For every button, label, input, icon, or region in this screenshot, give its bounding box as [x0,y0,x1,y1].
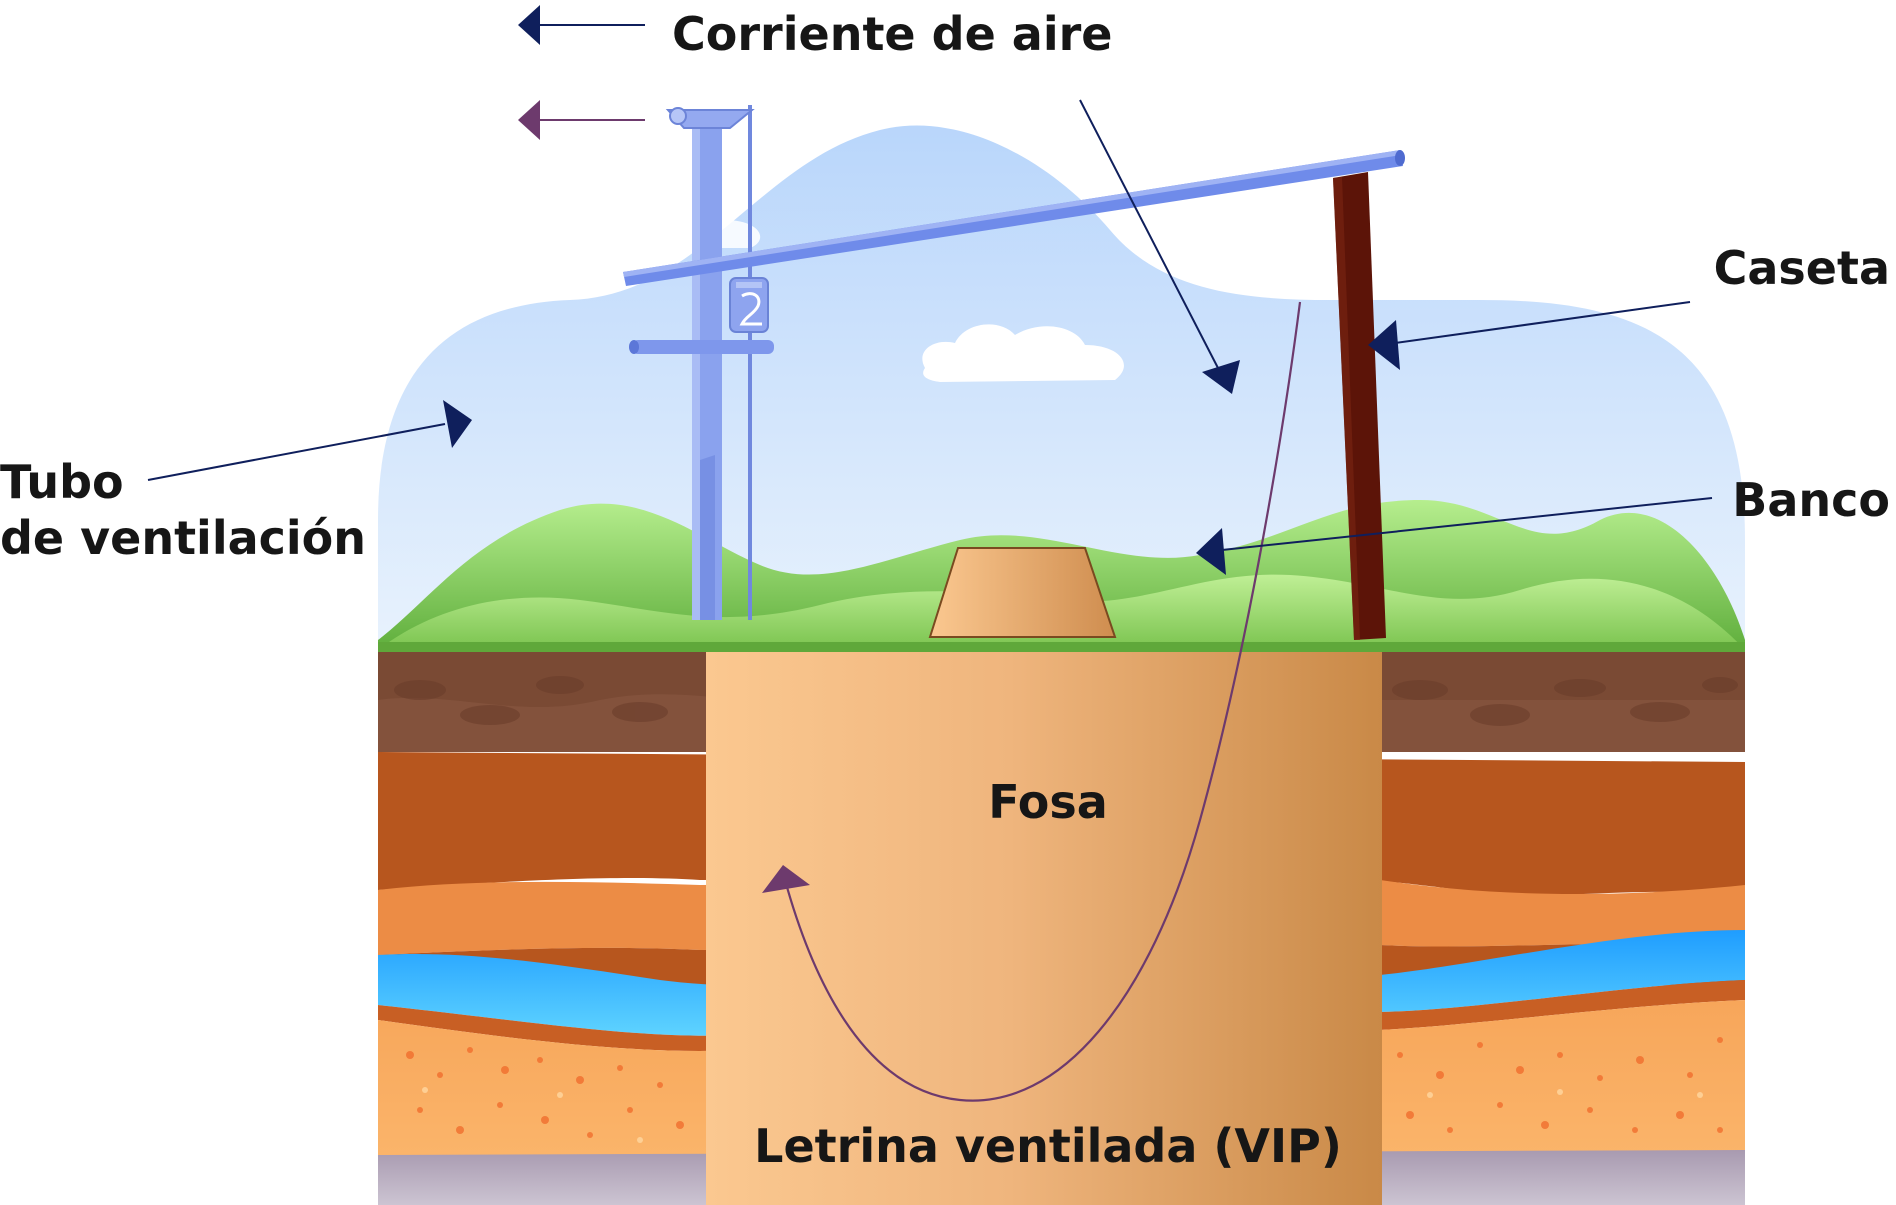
pointer-corriente [1079,99,1219,369]
pointer-arrowhead-icon [443,400,472,448]
vent-cap-icon [665,107,755,129]
cloud [532,182,761,248]
pit [706,652,1382,1205]
pointer-caseta [1394,301,1691,344]
arrow-left-icon [518,5,540,45]
cloud [1268,168,1514,228]
fly-screen-icon [729,277,769,333]
arrow-left-icon [518,100,540,140]
label-corriente-de-aire: Corriente de aire [672,7,1112,61]
cloud [922,324,1124,382]
label-tubo-line1: Tubo [0,455,124,509]
pointer-arrowhead-icon [1368,320,1400,370]
label-banco: Banco [1732,473,1890,527]
pointer-arrowhead-icon [1202,360,1240,394]
diagram-title: Letrina ventilada (VIP) [754,1119,1342,1173]
label-caseta: Caseta [1714,241,1890,295]
airflow-curve [783,301,1302,1102]
label-fosa: Fosa [988,775,1108,829]
wind-arrows [518,5,645,140]
airflow-arrowhead-icon [762,865,810,893]
label-tubo-line2: de ventilación [0,511,366,565]
slab [928,547,1117,638]
pointer-arrowhead-icon [1196,528,1226,575]
vent-pipe [629,105,774,620]
cloud [1469,155,1594,197]
pointer-banco [1221,497,1713,551]
pointer-tubo [147,423,446,481]
